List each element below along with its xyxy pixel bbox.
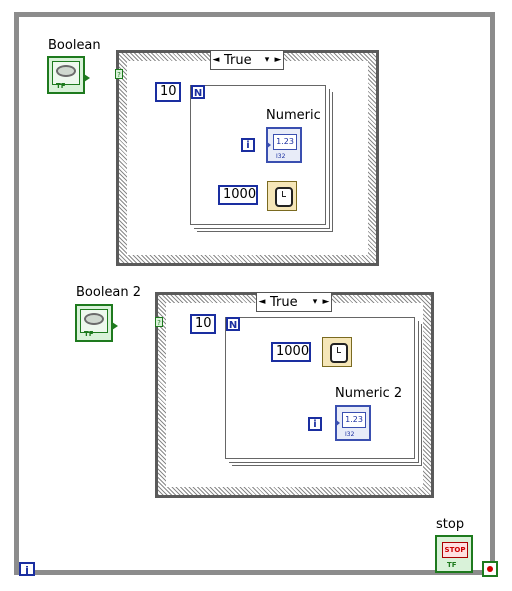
loop-count-terminal-2[interactable]: N (226, 317, 240, 331)
loop-count-terminal-1[interactable]: N (191, 85, 205, 99)
numeric-type-text: I32 (276, 153, 286, 160)
boolean-2-control-terminal[interactable]: TF (75, 304, 118, 342)
increment-arrow-icon[interactable]: ► (274, 55, 282, 65)
stop-label: stop (436, 517, 465, 532)
case-selector-terminal-2[interactable]: ? (155, 317, 163, 327)
boolean-2-label: Boolean 2 (76, 285, 142, 300)
loop-iteration-terminal-1[interactable]: i (241, 138, 255, 152)
while-loop-iteration-terminal[interactable]: i (19, 562, 35, 577)
case-selector-2[interactable]: ◄ True ▾ ► (256, 292, 332, 312)
boolean-label: Boolean (48, 38, 101, 53)
boolean-type-text: TF (447, 561, 457, 569)
loop-count-constant-1[interactable]: 10 (155, 82, 181, 102)
numeric-display: 1.23 (273, 134, 297, 150)
wait-function-1[interactable] (267, 181, 297, 211)
case-selector-value: True (270, 294, 298, 310)
loop-iteration-terminal-2[interactable]: i (308, 417, 322, 431)
loop-condition-terminal[interactable] (482, 561, 498, 577)
dropdown-arrow-icon[interactable]: ▾ (264, 55, 270, 65)
loop-count-constant-2[interactable]: 10 (190, 314, 216, 334)
dropdown-arrow-icon[interactable]: ▾ (312, 297, 318, 307)
numeric-2-label: Numeric 2 (335, 386, 403, 401)
boolean-control-terminal[interactable]: TF (47, 56, 90, 94)
numeric-label: Numeric (266, 108, 321, 123)
boolean-type-text: TF (56, 82, 66, 90)
numeric-indicator-terminal[interactable]: 1.23 I32 (266, 127, 302, 163)
wait-clock-icon (330, 343, 348, 363)
input-arrow-icon (335, 419, 340, 427)
case-selector-1[interactable]: ◄ True ▾ ► (210, 50, 284, 70)
decrement-arrow-icon[interactable]: ◄ (258, 297, 266, 307)
case-selector-terminal-1[interactable]: ? (115, 69, 123, 79)
toggle-icon (56, 65, 76, 77)
output-arrow-icon (112, 322, 118, 330)
for-loop-1[interactable] (190, 85, 326, 225)
increment-arrow-icon[interactable]: ► (322, 297, 330, 307)
numeric-type-text: I32 (345, 431, 355, 438)
wait-function-2[interactable] (322, 337, 352, 367)
wait-clock-icon (275, 187, 293, 207)
output-arrow-icon (84, 74, 90, 82)
stop-control-terminal[interactable]: STOP TF (435, 535, 473, 573)
numeric-display: 1.23 (342, 412, 366, 428)
input-arrow-icon (266, 141, 271, 149)
for-loop-2[interactable] (225, 317, 415, 459)
toggle-icon (84, 313, 104, 325)
stop-button-icon: STOP (442, 542, 468, 558)
numeric-2-indicator-terminal[interactable]: 1.23 I32 (335, 405, 371, 441)
case-selector-value: True (224, 52, 252, 68)
decrement-arrow-icon[interactable]: ◄ (212, 55, 220, 65)
boolean-type-text: TF (84, 330, 94, 338)
wait-ms-constant-2[interactable]: 1000 (271, 342, 311, 362)
wait-ms-constant-1[interactable]: 1000 (218, 185, 258, 205)
